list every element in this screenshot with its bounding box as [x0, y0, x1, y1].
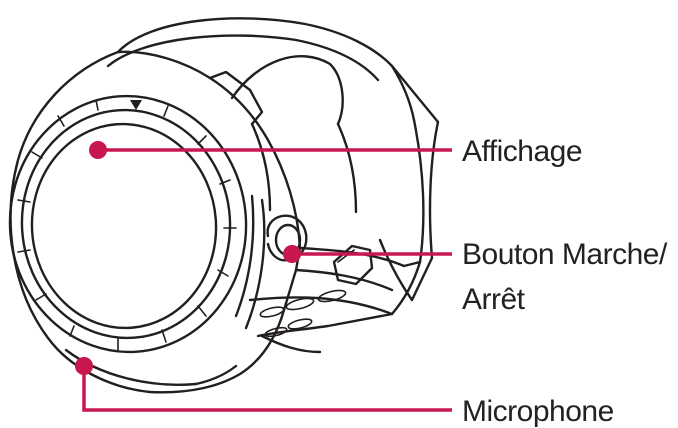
power-button-label-line1: Bouton Marche/: [462, 238, 668, 271]
watch-bezel: [8, 94, 248, 354]
callouts: [75, 141, 452, 412]
watch-strap: [106, 17, 440, 354]
power-button-label-line2: Arrêt: [462, 283, 526, 316]
microphone-callout-line: [82, 366, 452, 412]
power-callout-dot: [283, 245, 301, 263]
display-label: Affichage: [462, 135, 582, 168]
watch-case: [9, 50, 302, 394]
microphone-label: Microphone: [462, 395, 614, 428]
twelve-marker-icon: [130, 100, 142, 110]
display-callout-dot: [89, 141, 107, 159]
watch-display: [30, 122, 218, 330]
microphone-callout-dot: [75, 357, 93, 375]
